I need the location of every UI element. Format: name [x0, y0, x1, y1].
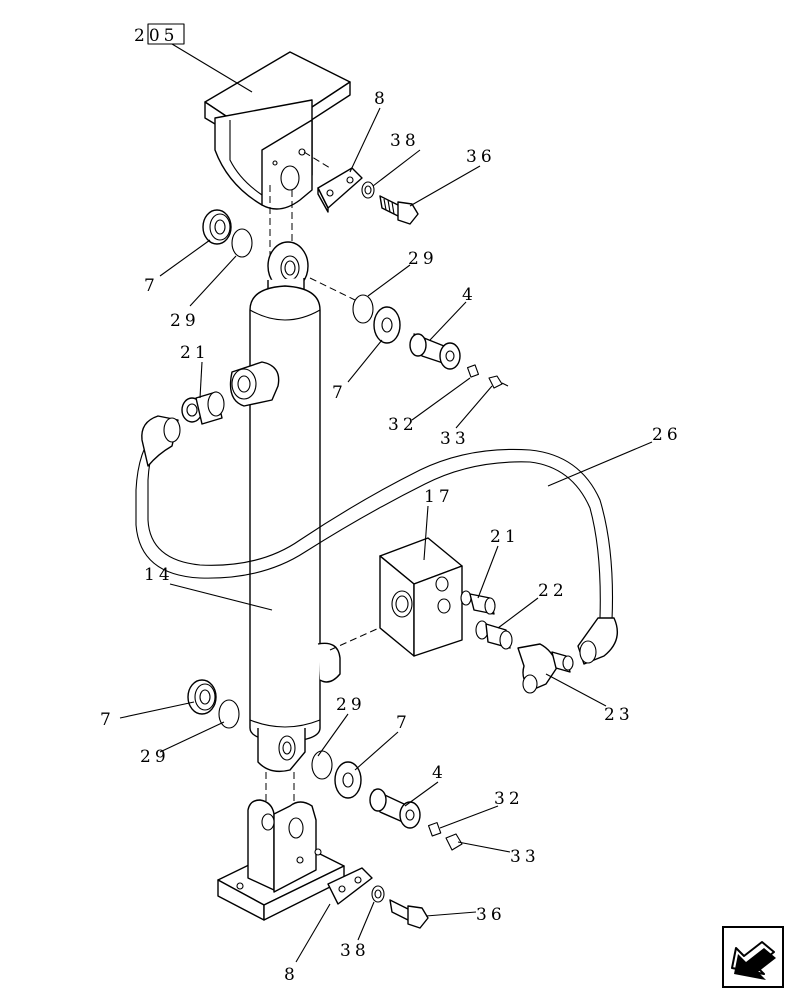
lock-washer-top — [361, 181, 375, 199]
grease-fitting-top — [466, 364, 509, 389]
callout-4-top: 4 — [462, 285, 477, 305]
o-ring-right-top — [352, 294, 374, 324]
pivot-pin-top — [409, 333, 461, 370]
o-ring-left-top — [231, 228, 253, 258]
bushing-left-bottom — [187, 679, 217, 715]
bolt-top — [379, 195, 419, 225]
bottom-mount-bracket — [217, 799, 345, 921]
callout-22: 22 — [538, 581, 568, 601]
pivot-pin-bottom — [369, 788, 421, 829]
callout-29-bottom-left: 29 — [140, 747, 170, 767]
lock-washer-bottom — [371, 885, 385, 903]
adapter-fitting-valve — [460, 590, 496, 615]
o-ring-right-bottom — [311, 750, 333, 780]
lock-plate-top — [317, 167, 363, 213]
top-mount-bracket — [204, 51, 351, 210]
callout-36-top: 36 — [466, 147, 496, 167]
lock-plate-bottom — [327, 867, 373, 905]
bushing-left-top — [202, 209, 232, 245]
cylinder-base-clevis — [257, 728, 306, 773]
elbow-fitting — [517, 643, 574, 694]
leader-lines — [119, 43, 653, 963]
callout-8-bottom: 8 — [284, 965, 299, 985]
callout-7-bottom-right: 7 — [396, 713, 411, 733]
valve-block — [379, 537, 463, 657]
back-arrow-icon — [722, 926, 784, 988]
callout-32-top: 32 — [388, 415, 418, 435]
callout-32-bottom: 32 — [494, 789, 524, 809]
callout-7-top-right: 7 — [332, 383, 347, 403]
callout-33-bottom: 33 — [510, 847, 540, 867]
callout-21-left: 21 — [180, 343, 210, 363]
hydraulic-cylinder-barrel — [229, 285, 341, 743]
callout-23: 23 — [604, 705, 634, 725]
adapter-fitting-left — [181, 391, 225, 425]
hydraulic-hose — [135, 415, 618, 665]
callout-14: 14 — [144, 565, 174, 585]
callout-26: 26 — [652, 425, 682, 445]
callout-8-top: 8 — [374, 89, 389, 109]
back-arrow-button[interactable] — [722, 926, 784, 988]
callout-205: 205 — [134, 26, 178, 46]
o-ring-left-bottom — [218, 699, 240, 729]
callout-17: 17 — [424, 487, 454, 507]
callout-29-top-right: 29 — [408, 249, 438, 269]
callout-7-top-left: 7 — [144, 276, 159, 296]
callout-4-bottom: 4 — [432, 763, 447, 783]
callout-36-bottom: 36 — [476, 905, 506, 925]
callout-7-bottom-left: 7 — [100, 710, 115, 730]
callout-box-205 — [147, 23, 185, 45]
grease-fitting-bottom — [427, 822, 463, 851]
bushing-right-bottom — [334, 761, 362, 799]
callout-38-bottom: 38 — [340, 941, 370, 961]
bolt-bottom — [389, 899, 429, 929]
bushing-right-top — [373, 306, 401, 344]
straight-fitting — [475, 620, 513, 650]
callout-38-top: 38 — [390, 131, 420, 151]
callout-29-bottom-right: 29 — [336, 695, 366, 715]
callout-29-top-left: 29 — [170, 311, 200, 331]
callout-33-top: 33 — [440, 429, 470, 449]
callout-21-valve: 21 — [490, 527, 520, 547]
